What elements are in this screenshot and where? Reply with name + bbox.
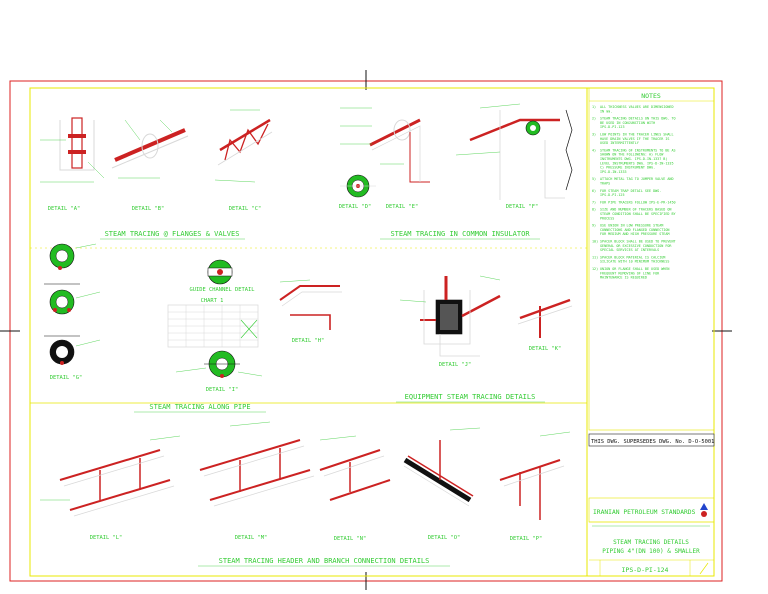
detail-m-drawing <box>199 421 315 507</box>
notes-heading: NOTES <box>641 92 661 100</box>
detail-a-drawing <box>40 117 105 183</box>
detail-p-drawing <box>499 431 571 520</box>
guide-channel-label: GUIDE CHANNEL DETAIL <box>190 287 255 293</box>
section-title-common-insulator: STEAM TRACING IN COMMON INSULATOR <box>390 230 530 238</box>
detail-label-p: DETAIL "P" <box>510 536 542 542</box>
section-title-equipment: EQUIPMENT STEAM TRACING DETAILS <box>405 393 536 401</box>
detail-label-d: DETAIL "D" <box>339 204 371 210</box>
detail-k-drawing <box>517 298 573 338</box>
note-item: 6)FOR STEAM TRAP DETAIL SEE DWG.IPS-D-PI… <box>592 189 661 197</box>
detail-label-h: DETAIL "H" <box>292 338 324 344</box>
note-item: 10)SPACER BLOCK SHALL BE USED TO PREVENT… <box>592 240 676 253</box>
detail-b-drawing <box>111 119 189 179</box>
detail-j-drawing <box>399 275 501 357</box>
supersedes-note: THIS DWG. SUPERSEDES DWG. No. D-O-5001 <box>591 439 714 445</box>
detail-label-b: DETAIL "B" <box>132 206 164 212</box>
detail-n-drawing <box>319 435 391 501</box>
section-title-along-pipe: STEAM TRACING ALONG PIPE <box>149 403 250 411</box>
notes-panel: NOTES 1)ALL THICKNESS VALUES ARE DIMENSI… <box>588 87 715 431</box>
detail-label-m: DETAIL "M" <box>235 535 267 541</box>
section-titles: STEAM TRACING @ FLANGES & VALVES STEAM T… <box>100 230 545 567</box>
detail-label-l: DETAIL "L" <box>90 535 122 541</box>
detail-o-drawing <box>403 427 481 507</box>
detail-label-c: DETAIL "C" <box>229 206 261 212</box>
detail-label-e: DETAIL "E" <box>386 204 418 210</box>
detail-labels: DETAIL "A" DETAIL "B" DETAIL "C" DETAIL … <box>48 204 561 542</box>
note-item: 7)FOR PIPE TRACERS FOLLOW IPS-E-PR-1450 <box>592 200 676 204</box>
detail-label-a: DETAIL "A" <box>48 206 80 212</box>
detail-l-drawing <box>40 435 181 517</box>
drawing-title-line2: PIPING 4"(DN 100) & SMALLER <box>602 548 700 555</box>
drawing-title-line1: STEAM TRACING DETAILS <box>613 539 689 546</box>
detail-label-i: DETAIL "I" <box>206 387 238 393</box>
drawing-number: IPS-D-PI-124 <box>622 566 669 574</box>
detail-label-k: DETAIL "K" <box>529 346 561 352</box>
detail-label-o: DETAIL "O" <box>428 535 460 541</box>
organization-name: IRANIAN PETROLEUM STANDARDS <box>593 509 696 516</box>
detail-g-drawing <box>44 243 101 365</box>
detail-e-drawing <box>340 107 430 183</box>
title-block: THIS DWG. SUPERSEDES DWG. No. D-O-5001 I… <box>588 433 714 576</box>
ips-logo-icon <box>700 503 708 517</box>
detail-h-drawing <box>207 259 342 330</box>
detail-d-drawing <box>340 174 376 198</box>
chart-title: CHART 1 <box>201 298 224 304</box>
chart-table <box>167 304 259 348</box>
detail-i-drawing <box>175 350 263 378</box>
section-title-header-branch: STEAM TRACING HEADER AND BRANCH CONNECTI… <box>219 557 430 565</box>
detail-c-drawing <box>214 109 273 183</box>
detail-label-n: DETAIL "N" <box>334 536 366 542</box>
detail-label-f: DETAIL "F" <box>506 204 538 210</box>
section-title-flanges-valves: STEAM TRACING @ FLANGES & VALVES <box>105 230 240 238</box>
detail-label-j: DETAIL "J" <box>439 362 471 368</box>
detail-label-g: DETAIL "G" <box>50 375 82 381</box>
detail-f-drawing <box>455 103 573 200</box>
sheet-border <box>0 70 732 590</box>
